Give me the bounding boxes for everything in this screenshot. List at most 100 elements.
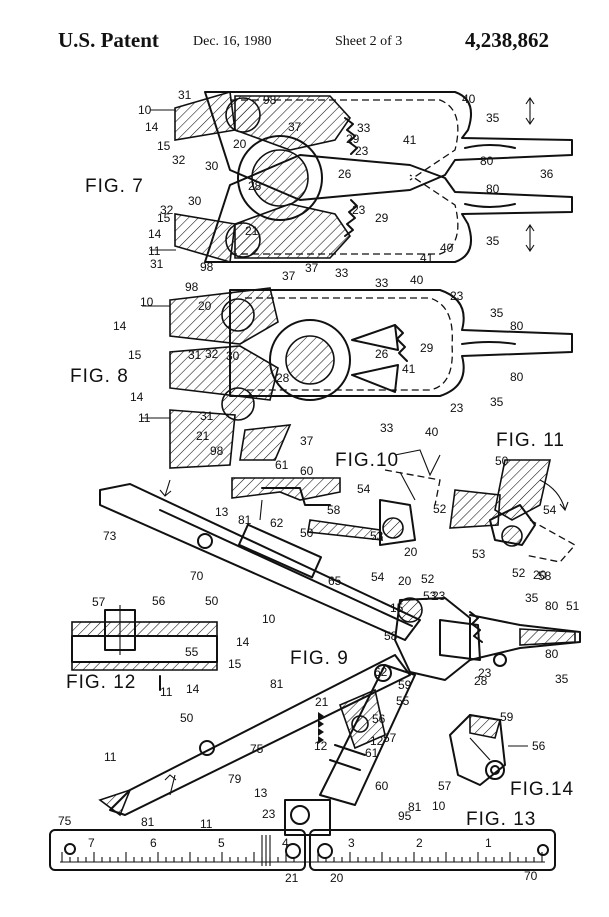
- ref-label-fig13-21: 21: [285, 871, 299, 885]
- figure-title-fig12: FIG. 12: [66, 672, 136, 693]
- ref-label-fig7-98: 98: [263, 93, 277, 107]
- ref-label-fig9-13: 13: [215, 505, 229, 519]
- ref-label-fig9-35: 35: [555, 672, 569, 686]
- ref-label-fig7-33: 33: [335, 266, 349, 280]
- figure-title-fig10: FIG.10: [335, 450, 399, 471]
- ref-label-fig13-10: 10: [432, 799, 446, 813]
- ref-label-fig11-50: 50: [495, 454, 509, 468]
- ref-label-fig8-23: 23: [450, 401, 464, 415]
- ref-label-fig9-11: 11: [104, 750, 117, 764]
- ref-label-fig10-50: 50: [300, 526, 314, 540]
- ref-label-fig9-21: 21: [315, 695, 329, 709]
- figure-title-fig9: FIG. 9: [290, 648, 349, 669]
- ref-label-fig11-54: 54: [543, 503, 557, 517]
- ref-label-fig7-11: 11: [148, 244, 161, 258]
- ref-label-fig7-23: 23: [352, 203, 366, 217]
- ref-label-fig8-14: 14: [130, 390, 144, 404]
- figure-11-drawing: [449, 459, 577, 563]
- ref-label-fig9-56: 56: [372, 712, 386, 726]
- ref-label-fig10-62: 62: [270, 516, 284, 530]
- ref-label-fig8-31: 31: [188, 348, 202, 362]
- ref-label-fig9-80: 80: [545, 599, 559, 613]
- figure-13-ruler: [49, 829, 556, 871]
- ref-label-fig11-20: 20: [533, 568, 547, 582]
- ref-label-fig9-62: 62: [374, 665, 388, 679]
- ref-label-fig8-40: 40: [425, 425, 439, 439]
- ref-label-fig9-61: 61: [365, 746, 379, 760]
- ref-label-fig8-80: 80: [510, 370, 524, 384]
- ref-label-fig7-37: 37: [288, 120, 302, 134]
- ref-label-fig8-30: 30: [226, 349, 240, 363]
- ref-label-fig8-35: 35: [490, 306, 504, 320]
- figure-10-drawing: [231, 449, 441, 546]
- figure-14-drawing: [449, 714, 528, 786]
- ref-label-fig7-26: 26: [338, 167, 352, 181]
- ref-label-fig7-40: 40: [462, 92, 476, 106]
- ref-label-fig10-20: 20: [404, 545, 418, 559]
- ref-label-fig7-23: 23: [355, 144, 369, 158]
- ruler-number-2: 2: [416, 836, 423, 850]
- ref-label-fig8-21: 21: [196, 429, 210, 443]
- ref-label-fig13-70: 70: [524, 869, 538, 883]
- ref-label-fig8-31: 31: [200, 409, 214, 423]
- ref-label-fig9-10: 10: [262, 612, 276, 626]
- ref-label-fig13-75: 75: [58, 814, 72, 828]
- ref-label-fig10-53: 53: [370, 529, 384, 543]
- ruler-number-4: 4: [282, 836, 289, 850]
- ref-label-fig7-35: 35: [486, 234, 500, 248]
- ref-label-fig9-58: 58: [384, 629, 398, 643]
- figure-7-drawing: [150, 90, 573, 264]
- ref-label-fig9-12: 12: [370, 734, 384, 748]
- ref-label-fig8-37: 37: [282, 269, 296, 283]
- figure-title-fig14: FIG.14: [510, 779, 574, 800]
- ref-label-fig8-40: 40: [410, 273, 424, 287]
- ref-label-fig8-28: 28: [276, 371, 290, 385]
- ref-label-fig7-29: 29: [346, 132, 360, 146]
- ref-label-fig9-23: 23: [478, 666, 492, 680]
- ref-label-fig7-36: 36: [540, 167, 554, 181]
- ref-label-fig9-60: 60: [375, 779, 389, 793]
- ref-label-fig8-26: 26: [375, 347, 389, 361]
- ref-label-fig7-40: 40: [440, 241, 454, 255]
- ruler-number-7: 7: [88, 836, 95, 850]
- ref-label-fig8-37: 37: [300, 434, 314, 448]
- ref-label-fig9-12: 12: [314, 739, 328, 753]
- ref-label-fig13-20: 20: [330, 871, 344, 885]
- ref-label-fig9-53: 53: [423, 589, 437, 603]
- ref-label-fig10-60: 60: [300, 464, 314, 478]
- ref-label-fig9-79: 79: [228, 772, 242, 786]
- figure-title-fig7: FIG. 7: [85, 176, 144, 197]
- ref-label-fig7-41: 41: [420, 251, 434, 265]
- ref-label-fig7-80: 80: [480, 154, 494, 168]
- ref-label-fig9-28: 28: [474, 674, 488, 688]
- ref-label-fig10-58: 58: [327, 503, 341, 517]
- ref-label-fig9-73: 73: [103, 529, 117, 543]
- ref-label-fig7-21: 21: [245, 224, 259, 238]
- ref-label-fig8-14: 14: [113, 319, 127, 333]
- ref-label-fig8-29: 29: [420, 341, 434, 355]
- ref-label-fig8-15: 15: [128, 348, 142, 362]
- ref-label-fig8-33: 33: [380, 421, 394, 435]
- ref-label-fig8-80: 80: [510, 319, 524, 333]
- figure-12-drawing: [71, 605, 218, 691]
- ref-label-fig8-33: 33: [375, 276, 389, 290]
- ref-label-fig12-57: 57: [92, 595, 106, 609]
- ref-label-fig9-35: 35: [525, 591, 539, 605]
- ref-label-fig8-98: 98: [185, 280, 199, 294]
- ref-label-fig9-15: 15: [390, 601, 404, 615]
- ref-label-fig9-54: 54: [371, 570, 385, 584]
- ref-label-fig12-15: 15: [228, 657, 242, 671]
- ref-label-fig9-51: 51: [566, 599, 580, 613]
- ref-label-fig7-33: 33: [357, 121, 371, 135]
- ref-label-fig9-65: 65: [328, 574, 342, 588]
- ref-label-fig9-59: 59: [398, 678, 412, 692]
- sheet-number: Sheet 2 of 3: [335, 34, 403, 49]
- ref-label-fig7-10: 10: [138, 103, 152, 117]
- ref-label-fig11-58: 58: [538, 569, 552, 583]
- ref-label-fig8-98: 98: [210, 444, 224, 458]
- ref-label-fig13-81: 81: [408, 800, 422, 814]
- ref-label-fig7-14: 14: [145, 120, 159, 134]
- ref-label-fig14-56: 56: [532, 739, 546, 753]
- ref-label-fig7-41: 41: [403, 133, 417, 147]
- ref-label-fig9-57: 57: [383, 731, 397, 745]
